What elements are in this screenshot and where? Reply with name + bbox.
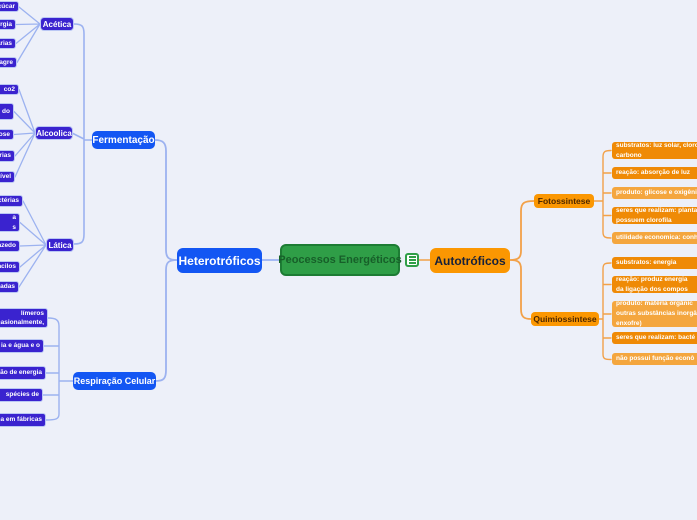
leaf-respiracao-5[interactable]: nica em fábricas xyxy=(0,413,46,427)
node-autotroficos[interactable]: Autotróficos xyxy=(430,248,510,273)
leaf-respiracao-4[interactable]: spécies de xyxy=(0,388,43,402)
node-root[interactable]: Peocessos Energéticos xyxy=(278,244,402,276)
leaf-fotossintese-1[interactable]: substratos: luz solar, cloro carbono xyxy=(612,142,697,159)
node-alcoolica[interactable]: Alcoolica xyxy=(35,126,73,140)
node-latica[interactable]: Lática xyxy=(46,238,74,252)
leaf-alcoolica-3[interactable]: ose xyxy=(0,129,14,140)
leaf-quimiossintese-2[interactable]: reação: produz energia da ligação dos co… xyxy=(612,276,697,293)
leaf-fotossintese-4[interactable]: seres que realizam: plantas, possuem clo… xyxy=(612,207,697,224)
leaf-latica-4[interactable]: obacilos xyxy=(0,261,20,273)
notes-icon[interactable] xyxy=(405,253,419,267)
leaf-quimiossintese-1[interactable]: substratos: energia xyxy=(612,257,697,269)
link-latica-fan xyxy=(18,200,47,288)
leaf-alcoolica-2[interactable]: do xyxy=(0,103,14,120)
leaf-fotossintese-3[interactable]: produto: glicose e oxigênio xyxy=(612,187,697,199)
node-quimiossintese[interactable]: Quimiossintese xyxy=(531,312,599,326)
leaf-latica-5[interactable]: alhadas xyxy=(0,281,19,293)
notes-icon-bar xyxy=(408,259,416,261)
node-fotossintese[interactable]: Fotossintese xyxy=(534,194,594,208)
notes-icon-bar xyxy=(408,256,416,258)
leaf-respiracao-2[interactable]: ia e água e o xyxy=(0,339,44,353)
node-respiracao-celular[interactable]: Respiração Celular xyxy=(73,372,156,390)
leaf-acetica-1[interactable]: çúcar xyxy=(0,1,19,12)
leaf-fotossintese-2[interactable]: reação: absorção de luz xyxy=(612,167,697,179)
leaf-quimiossintese-3[interactable]: produto: matéria orgânic outras substânc… xyxy=(612,300,697,327)
leaf-quimiossintese-5[interactable]: não possui função econô xyxy=(612,353,697,365)
link-heterotroficos-trunk xyxy=(154,139,178,382)
node-acetica[interactable]: Acética xyxy=(40,17,74,31)
notes-icon-bar xyxy=(408,262,416,264)
leaf-latica-2[interactable]: a s xyxy=(0,213,20,232)
link-fotossintese-bracket xyxy=(593,149,612,239)
link-acetica-fan xyxy=(15,6,41,64)
link-alcoolica-fan xyxy=(13,88,36,178)
leaf-alcoolica-5[interactable]: ível xyxy=(0,171,15,183)
leaf-respiracao-3[interactable]: nção de energia xyxy=(0,366,46,380)
leaf-alcoolica-1[interactable]: co2 xyxy=(0,84,19,95)
leaf-latica-3[interactable]: a azedo xyxy=(0,240,20,252)
link-autotroficos-trunk xyxy=(509,200,535,320)
leaf-acetica-4[interactable]: nagre xyxy=(0,57,17,68)
leaf-alcoolica-4[interactable]: rias xyxy=(0,150,15,162)
node-fermentacao[interactable]: Fermentação xyxy=(92,131,155,149)
leaf-quimiossintese-4[interactable]: seres que realizam: bacté xyxy=(612,332,697,344)
leaf-acetica-3[interactable]: árias xyxy=(0,38,16,49)
leaf-latica-1[interactable]: ctérias xyxy=(0,195,23,207)
link-quimiossintese-bracket xyxy=(597,262,612,361)
leaf-acetica-2[interactable]: ergia xyxy=(0,19,16,30)
leaf-respiracao-1[interactable]: límeros ocasionalmente, xyxy=(0,308,48,328)
node-heterotroficos[interactable]: Heterotróficos xyxy=(177,248,262,273)
leaf-fotossintese-5[interactable]: utilidade economica: conheci xyxy=(612,232,697,244)
link-respiracao-bracket xyxy=(42,317,74,421)
link-fermentacao-trunk xyxy=(71,23,93,245)
